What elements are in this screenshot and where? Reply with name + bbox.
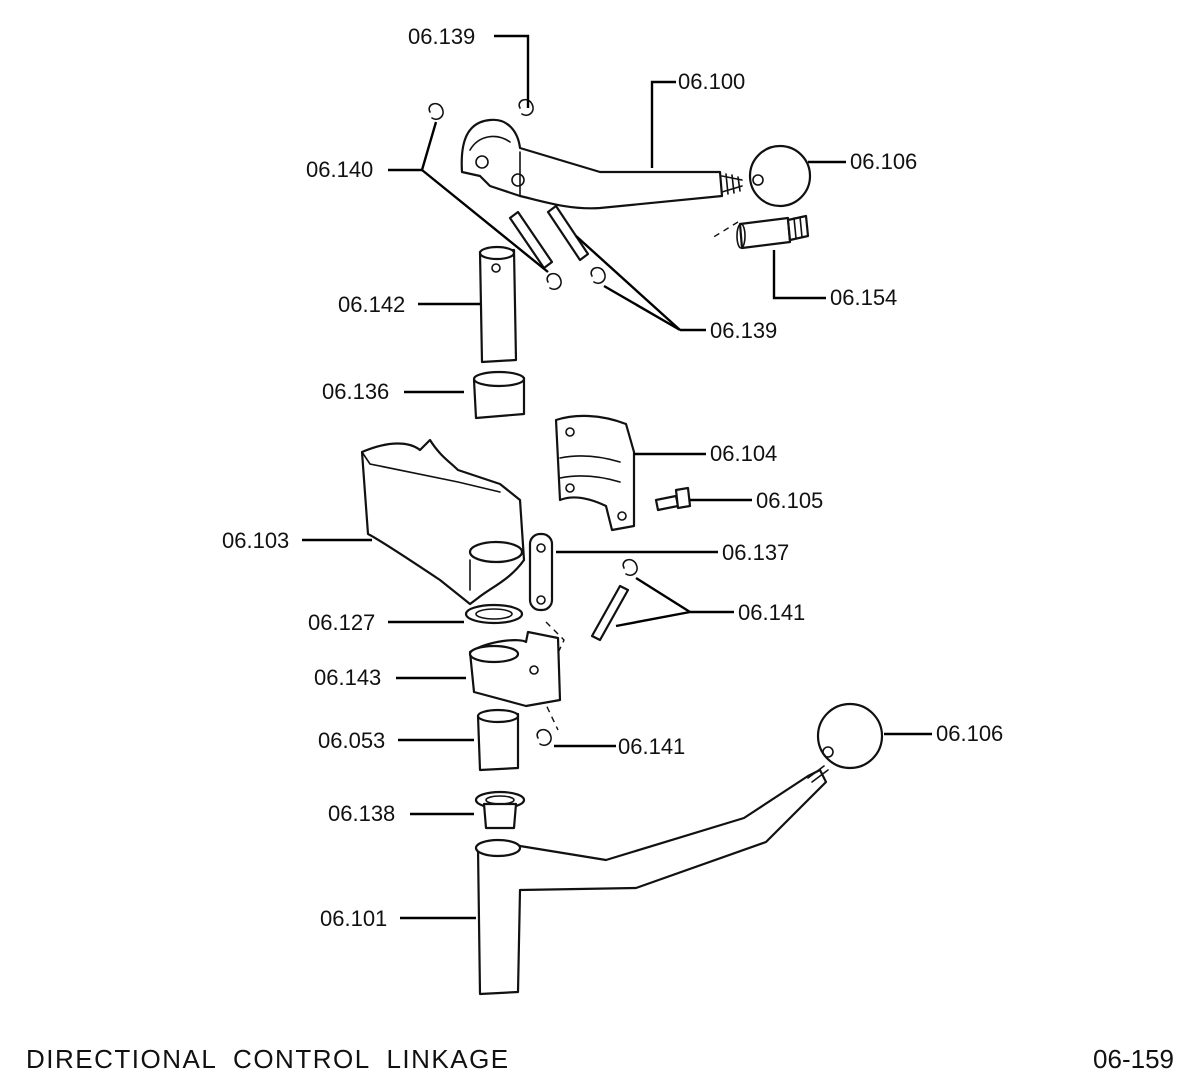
callout-06-141-bottom: 06.141 bbox=[618, 734, 685, 759]
callout-labels: 06.139 06.100 06.106 06.140 06.154 06.14… bbox=[222, 24, 1003, 931]
housing-part bbox=[360, 438, 526, 606]
callout-06-137: 06.137 bbox=[722, 540, 789, 565]
callout-06-100: 06.100 bbox=[678, 69, 745, 94]
spacer-part bbox=[472, 370, 526, 420]
callout-06-141-top: 06.141 bbox=[738, 600, 805, 625]
callout-06-140: 06.140 bbox=[306, 157, 373, 182]
upper-pins bbox=[508, 204, 590, 270]
callout-06-101: 06.101 bbox=[320, 906, 387, 931]
callout-06-139-mid: 06.139 bbox=[710, 318, 777, 343]
block-part bbox=[468, 630, 562, 708]
link-plate-part bbox=[528, 532, 554, 612]
lower-lever-part bbox=[474, 765, 829, 996]
shaft-part bbox=[478, 245, 518, 364]
callout-06-139-top: 06.139 bbox=[408, 24, 475, 49]
bushing-part bbox=[476, 708, 520, 772]
callout-06-143: 06.143 bbox=[314, 665, 381, 690]
callout-06-053: 06.053 bbox=[318, 728, 385, 753]
callout-06-154: 06.154 bbox=[830, 285, 897, 310]
screw-part bbox=[654, 486, 692, 512]
callout-06-106-bottom: 06.106 bbox=[936, 721, 1003, 746]
page-number: 06-159 bbox=[1093, 1044, 1174, 1074]
callout-06-142: 06.142 bbox=[338, 292, 405, 317]
retaining-clips bbox=[428, 98, 638, 747]
leader-lines bbox=[302, 34, 932, 920]
washer-part bbox=[464, 603, 524, 625]
lower-pin-part bbox=[539, 584, 630, 731]
flanged-bushing-part bbox=[474, 790, 526, 830]
diagram-title: DIRECTIONAL CONTROL LINKAGE bbox=[26, 1044, 510, 1074]
callout-06-104: 06.104 bbox=[710, 441, 777, 466]
callout-06-106-top: 06.106 bbox=[850, 149, 917, 174]
callout-06-127: 06.127 bbox=[308, 610, 375, 635]
bracket-part bbox=[554, 414, 636, 532]
adapter-part bbox=[711, 214, 810, 250]
lower-knob-part bbox=[816, 702, 884, 770]
upper-knob-part bbox=[748, 144, 812, 208]
callout-06-138: 06.138 bbox=[328, 801, 395, 826]
callout-06-105: 06.105 bbox=[756, 488, 823, 513]
callout-06-136: 06.136 bbox=[322, 379, 389, 404]
upper-lever-part bbox=[460, 118, 743, 210]
callout-06-103: 06.103 bbox=[222, 528, 289, 553]
